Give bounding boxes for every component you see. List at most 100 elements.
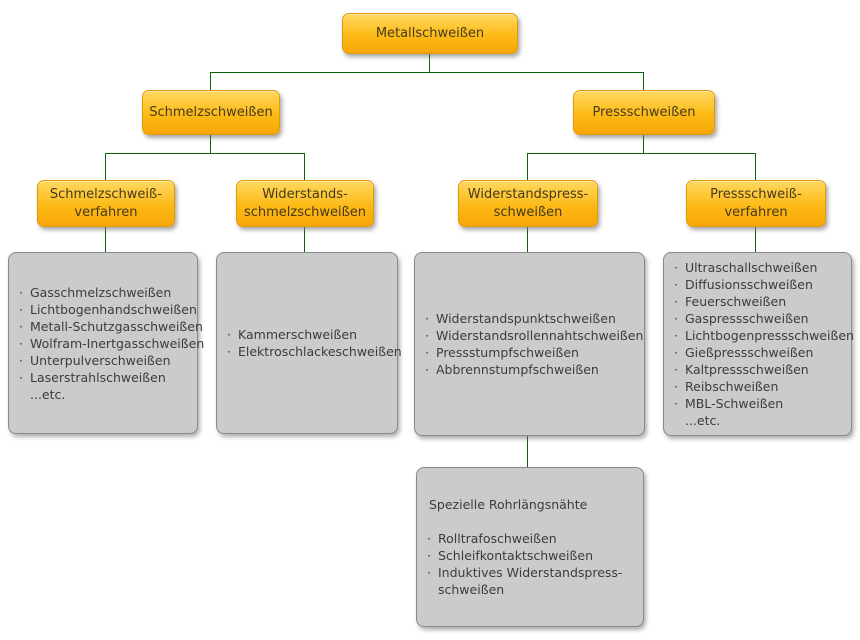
list-item-label: Reibschweißen <box>685 379 779 394</box>
node-widerstandsschmelzschweissen: Widerstands- schmelzschweißen <box>236 180 374 227</box>
connector-line <box>210 133 211 153</box>
node-metallschweissen: Metallschweißen <box>342 13 518 54</box>
node-label: Schmelzschweißen <box>149 104 273 120</box>
method-list: ·Ultraschallschweißen·Diffusionsschweiße… <box>674 259 854 412</box>
method-list: · Rolltrafoschweißen · Schleifkontaktschwei… <box>427 530 635 598</box>
bullet-icon: · <box>674 328 678 343</box>
node-widerstandspressschweissen: Widerstandspress- schweißen <box>458 180 598 227</box>
list-item-label: Laserstrahlschweißen <box>30 369 166 385</box>
connector-line <box>210 72 644 73</box>
list-item: ·Wolfram-Inertgasschweißen <box>19 335 204 352</box>
bullet-icon: · <box>674 396 678 411</box>
list-item-label: Diffusionsschweißen <box>685 277 813 292</box>
list-item: · Lichtbogenpressschweißen <box>674 327 854 344</box>
panel-title: Spezielle Rohrlängsnähte <box>429 497 588 512</box>
bullet-icon: · <box>427 531 431 546</box>
bullet-icon: · <box>19 318 23 334</box>
list-item-label: Widerstandspunktschweißen <box>436 311 616 326</box>
list-item: ·Widerstandspunktschweißen <box>425 310 636 327</box>
list-item-label: Wolfram-Inertgasschweißen <box>30 335 205 351</box>
list-item: · Unterpulverschweißen <box>19 352 189 369</box>
bullet-icon: · <box>19 284 23 300</box>
list-item: · Lichtbogenhandschweißen <box>19 301 197 318</box>
list-item-label: MBL-Schweißen <box>685 396 784 411</box>
list-item-label: Pressstumpfschweißen <box>436 345 579 360</box>
list-item: ·Ultraschallschweißen <box>674 259 843 276</box>
bullet-icon: · <box>674 294 678 309</box>
list-item: · Gasschmelzschweißen <box>19 284 189 301</box>
bullet-icon: · <box>674 311 678 326</box>
connector-line <box>755 153 756 180</box>
list-item-label: Rolltrafoschweißen <box>438 531 557 546</box>
connector-line <box>304 153 305 180</box>
bullet-icon: · <box>227 344 231 359</box>
list-item: ·Elektroschlackeschweißen <box>227 343 402 360</box>
bullet-icon: · <box>19 352 23 368</box>
list-item-label: Lichtbogenhandschweißen <box>30 301 197 317</box>
panel-pressschweissverfahren: ·Ultraschallschweißen·Diffusionsschweiße… <box>663 252 854 436</box>
method-list: ·Widerstandspunktschweißen·Widerstandsro… <box>425 310 643 378</box>
connector-line <box>527 153 528 180</box>
connector-line <box>105 225 106 252</box>
list-item: · Schleifkontaktschweißen <box>427 547 635 564</box>
list-item-label: Induktives Widerstandspress- schweißen <box>438 565 623 597</box>
connector-line <box>429 52 430 72</box>
list-item-label: Lichtbogenpressschweißen <box>685 328 854 343</box>
list-item-label: Gaspressschweißen <box>685 311 809 326</box>
connector-line <box>527 225 528 252</box>
node-schmelzschweissverfahren: Schmelzschweiß- verfahren <box>37 180 175 227</box>
panel-schmelzschweissverfahren: · Gasschmelzschweißen · Lichtbogenhandschwe… <box>8 252 204 434</box>
bullet-icon: · <box>425 345 429 360</box>
method-list: ·Kammerschweißen·Elektroschlackeschweiße… <box>227 326 402 360</box>
bullet-icon: · <box>19 301 23 317</box>
connector-line <box>755 225 756 252</box>
connector-line <box>304 225 305 252</box>
bullet-icon: · <box>674 362 678 377</box>
bullet-icon: · <box>425 328 429 343</box>
list-item-label: Abbrennstumpfschweißen <box>436 362 599 377</box>
list-item: · Kaltpressschweißen <box>674 361 843 378</box>
node-label: Metallschweißen <box>375 25 485 41</box>
connector-line <box>105 153 106 180</box>
connector-line <box>210 72 211 90</box>
bullet-icon: · <box>425 362 429 377</box>
list-item: · Gaspressschweißen <box>674 310 843 327</box>
list-item: · Induktives Widerstandspress- schweißen <box>427 564 635 598</box>
list-footer: ...etc. <box>685 413 721 428</box>
node-pressschweissverfahren: Pressschweiß- verfahren <box>686 180 826 227</box>
bullet-icon: · <box>427 565 431 580</box>
list-item-label: Unterpulverschweißen <box>30 352 171 368</box>
panel-widerstandspressschweissen: ·Widerstandspunktschweißen·Widerstandsro… <box>414 252 645 436</box>
list-item: · Reibschweißen <box>674 378 843 395</box>
node-label: Pressschweißen <box>592 104 696 120</box>
bullet-icon: · <box>427 548 431 563</box>
bullet-icon: · <box>19 369 23 385</box>
node-label: Widerstands- schmelzschweißen <box>243 186 367 220</box>
bullet-icon: · <box>674 379 678 394</box>
list-item-label: Feuerschweißen <box>685 294 787 309</box>
list-item: ·Gießpressschweißen <box>674 344 843 361</box>
connector-line <box>643 133 644 153</box>
node-schmelzschweissen: Schmelzschweißen <box>142 90 280 135</box>
node-label: Schmelzschweiß- verfahren <box>49 186 163 220</box>
connector-line <box>527 153 756 154</box>
list-item: · Feuerschweißen <box>674 293 843 310</box>
list-item: · Diffusionsschweißen <box>674 276 843 293</box>
list-item-label: Metall-Schutzgasschweißen <box>30 318 203 334</box>
bullet-icon: · <box>674 260 678 275</box>
node-label: Pressschweiß- verfahren <box>710 186 802 220</box>
list-item: · Laserstrahlschweißen <box>19 369 189 386</box>
list-item-label: Schleifkontaktschweißen <box>438 548 594 563</box>
bullet-icon: · <box>674 277 678 292</box>
list-item-label: Gasschmelzschweißen <box>30 284 172 300</box>
list-item: · Pressstumpfschweißen <box>425 344 636 361</box>
connector-line <box>643 72 644 90</box>
list-item-label: Kaltpressschweißen <box>685 362 809 377</box>
connector-line <box>105 153 305 154</box>
list-item: · Abbrennstumpfschweißen <box>425 361 636 378</box>
connector-line <box>527 436 528 467</box>
list-item: · MBL-Schweißen <box>674 395 843 412</box>
list-item: · Metall-Schutzgasschweißen <box>19 318 203 335</box>
list-item-label: Gießpressschweißen <box>685 345 814 360</box>
